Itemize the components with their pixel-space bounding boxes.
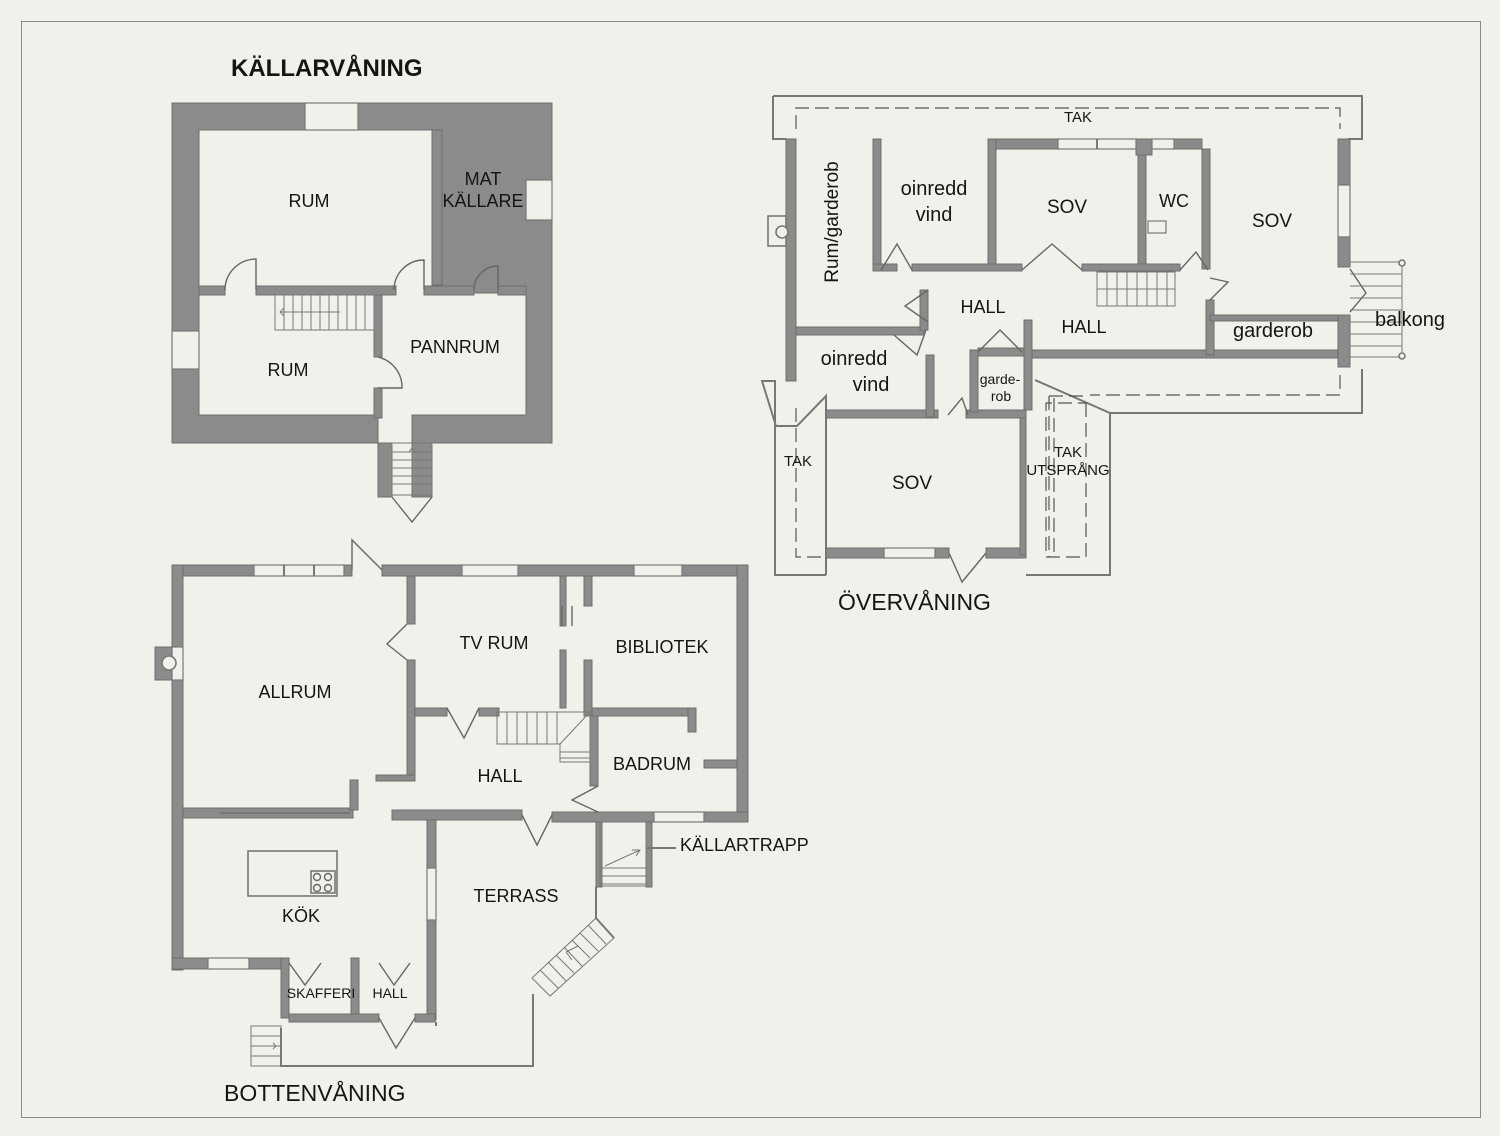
room-label-sov-3: SOV <box>892 473 932 494</box>
basement-wall-pannrum-b <box>373 387 383 419</box>
room-label-sov-2: SOV <box>1252 211 1292 232</box>
room-label-garderob: garderob <box>1233 320 1313 342</box>
room-label-oinredd-a-2: vind <box>916 204 953 226</box>
upper-roof-dashed-line <box>795 107 1341 558</box>
room-label-hall-1: HALL <box>960 297 1005 317</box>
room-label-oinredd-b-2: vind <box>853 374 890 396</box>
basement-outer-wall <box>171 102 553 498</box>
basement-title: KÄLLARVÅNING <box>231 54 423 82</box>
basement-door-2 <box>393 259 425 291</box>
label-tak-top: TAK <box>1064 109 1092 126</box>
basement-door-4 <box>377 356 403 389</box>
label-tak-utsprang-1: TAK <box>1054 444 1082 461</box>
drawing-frame <box>21 21 1481 1118</box>
upper-stairs <box>1096 271 1176 307</box>
basement-entry-stairs <box>391 442 433 524</box>
room-label-kallare: KÄLLARE <box>442 191 523 211</box>
basement-wall-mid-b <box>255 285 397 296</box>
upper-walls <box>785 138 1351 559</box>
label-tak-utsprang-2: UTSPRÅNG <box>1026 462 1109 479</box>
chimney-upper <box>767 215 789 247</box>
basement-plan: KÄLLARVÅNING RUM MAT KÄLLARE RUM PANNRUM <box>171 54 553 524</box>
room-label-wc: WC <box>1159 191 1189 211</box>
entry-steps <box>250 1025 282 1067</box>
balcony-railing <box>1350 259 1406 360</box>
room-label-garderob-small-1: garde- <box>980 371 1021 387</box>
basement-wall-mid-a <box>198 285 226 296</box>
label-kallartrapp: KÄLLARTRAPP <box>680 835 809 855</box>
chimney-ground <box>154 646 177 681</box>
basement-window-right <box>525 179 553 221</box>
upper-title: ÖVERVÅNING <box>838 588 991 615</box>
basement-door-3 <box>473 265 499 291</box>
room-label-mat: MAT <box>465 169 502 189</box>
terrace-outline <box>280 887 615 1067</box>
upper-roof-outline <box>760 95 1363 576</box>
basement-door-1 <box>224 258 257 291</box>
basement-stairs <box>274 294 375 331</box>
room-label-garderob-small-2: rob <box>991 388 1011 404</box>
room-label-oinredd-a-1: oinredd <box>901 178 968 200</box>
terrace-stairs <box>531 917 615 997</box>
basement-wall-mid-c <box>423 285 475 296</box>
room-label-rum-garderob: Rum/garderob <box>822 161 843 282</box>
basement-wall-mid-d <box>497 285 527 296</box>
basement-wall-pannrum <box>373 294 383 358</box>
room-label-hall-2: HALL <box>1061 317 1106 337</box>
room-label-badrum: BADRUM <box>613 754 691 774</box>
upper-floor-plan: ÖVERVÅNING TAK Rum/garderob oinredd vind… <box>760 95 1445 615</box>
room-label-skafferi: SKAFFERI <box>287 985 355 1001</box>
room-label-pannrum: PANNRUM <box>410 337 500 357</box>
ground-title: BOTTENVÅNING <box>224 1079 405 1106</box>
room-label-allrum: ALLRUM <box>258 682 331 702</box>
room-label-kok: KÖK <box>282 906 320 926</box>
room-label-rum: RUM <box>289 191 330 211</box>
basement-wall-mat <box>431 129 443 286</box>
kallartrapp-stairs <box>599 821 676 887</box>
kitchen-island <box>247 850 338 897</box>
room-label-sov-1: SOV <box>1047 197 1087 218</box>
room-label-hall-small: HALL <box>372 985 407 1001</box>
label-balkong: balkong <box>1375 309 1445 331</box>
label-tak-left: TAK <box>784 453 812 470</box>
room-label-terrass: TERRASS <box>473 886 558 906</box>
room-label-bibliotek: BIBLIOTEK <box>615 637 708 657</box>
room-label-tv-rum: TV RUM <box>460 633 529 653</box>
upper-windows <box>883 138 1351 559</box>
tak-utsprang-dash <box>1048 395 1086 557</box>
basement-window-left <box>171 330 200 370</box>
ground-doors <box>288 538 599 1050</box>
room-label-hall: HALL <box>477 766 522 786</box>
room-label-rum-2: RUM <box>268 360 309 380</box>
basement-window-top <box>304 102 359 131</box>
ground-floor-plan: BOTTENVÅNING ALLRUM TV RUM BIBLIOTEK HAL… <box>154 538 809 1106</box>
room-label-oinredd-b-1: oinredd <box>821 348 888 370</box>
ground-stairs <box>496 711 591 763</box>
ground-windows <box>171 564 705 970</box>
ground-outer-walls <box>171 564 749 971</box>
upper-doors <box>880 242 1367 584</box>
